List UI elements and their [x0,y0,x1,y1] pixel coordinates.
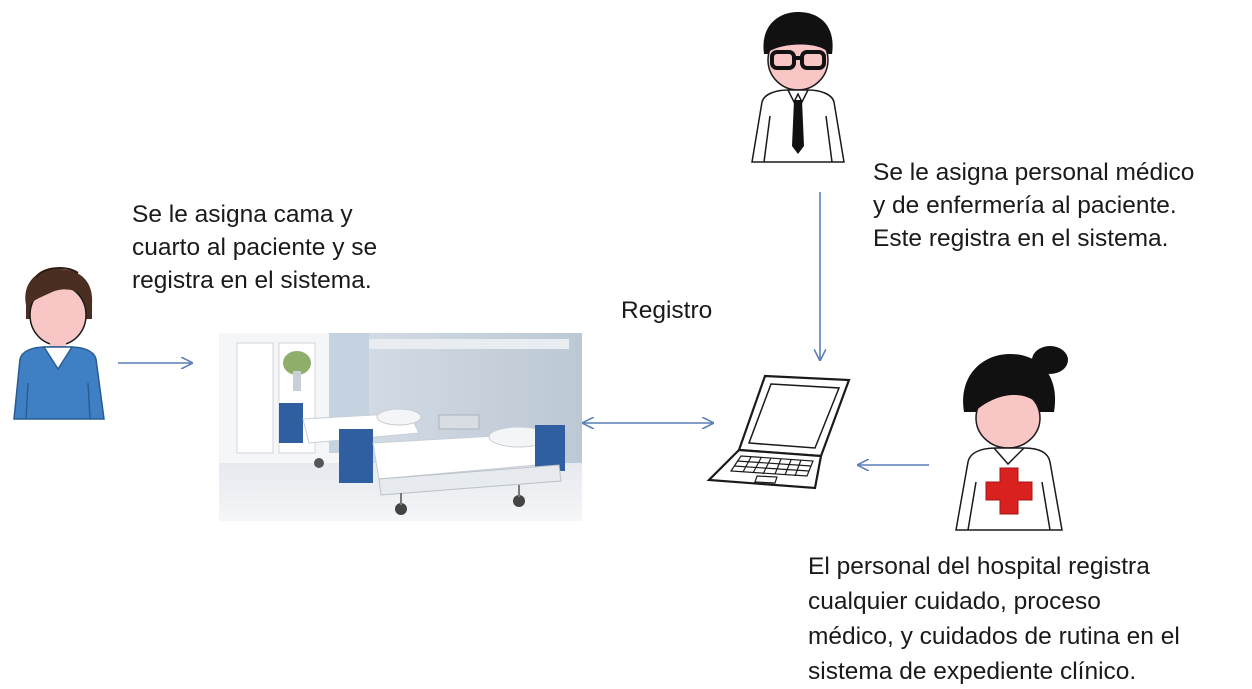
doctor-assignment-line-3: Este registra en el sistema. [873,225,1169,252]
registro-label: Registro [621,297,713,324]
staff-records-text: El personal del hospital registra cualqu… [808,549,1180,689]
nurse-icon [955,346,1068,531]
staff-records-line-2: cualquier cuidado, proceso [808,588,1101,615]
patient-assignment-text: Se le asigna cama y cuarto al paciente y… [132,198,377,297]
patient-icon [13,267,105,420]
patient-assignment-line-3: registra en el sistema. [132,267,372,294]
staff-records-line-1: El personal del hospital registra [808,553,1150,580]
laptop-icon [706,374,851,490]
doctor-assignment-line-1: Se le asigna personal médico [873,159,1195,186]
hospital-room-photo [219,333,582,521]
patient-assignment-line-2: cuarto al paciente y se [132,234,378,261]
doctor-assignment-line-2: y de enfermería al paciente. [873,192,1177,219]
doctor-icon [751,12,845,163]
patient-assignment-line-1: Se le asigna cama y [132,201,353,228]
staff-records-line-4: sistema de expediente clínico. [808,658,1137,685]
doctor-assignment-text: Se le asigna personal médico y de enferm… [873,156,1194,255]
staff-records-line-3: médico, y cuidados de rutina en el [808,623,1180,650]
